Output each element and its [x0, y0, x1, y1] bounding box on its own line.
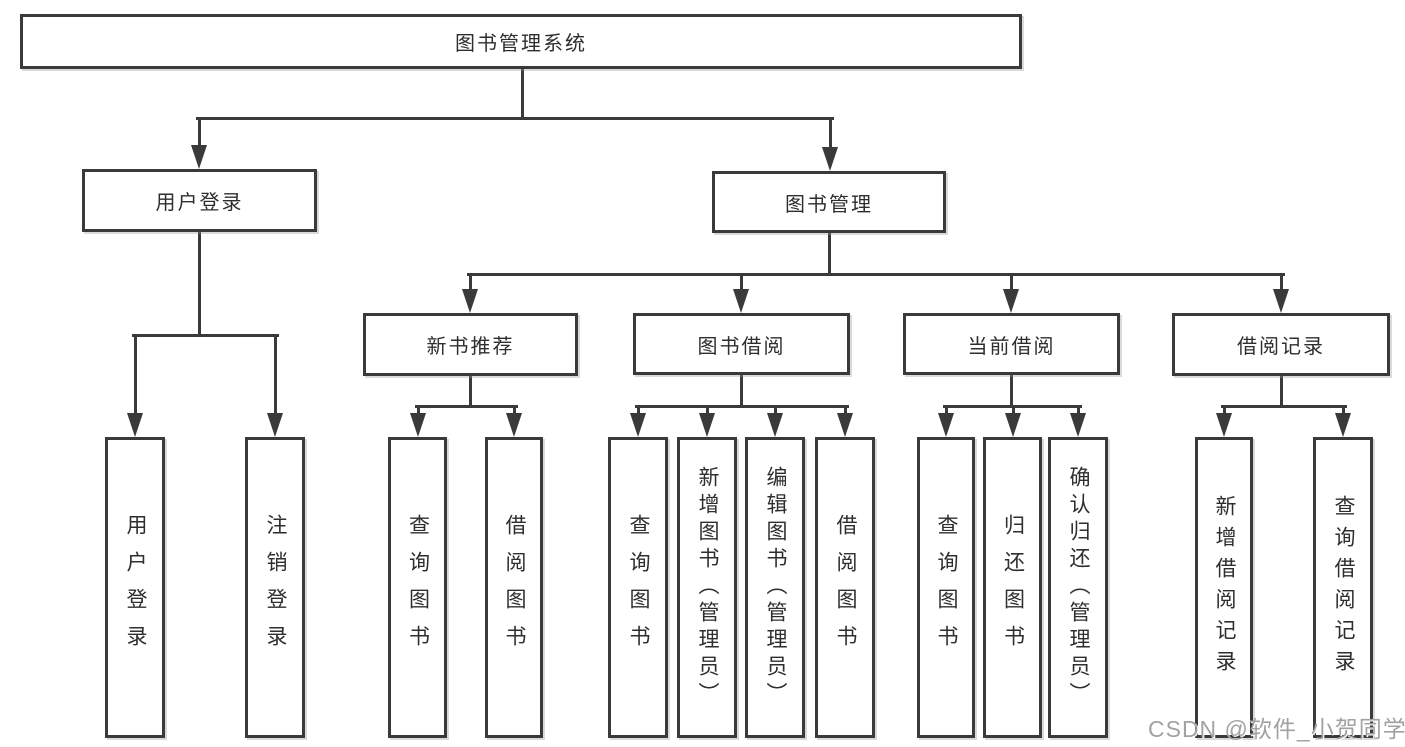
- node-leaf-bb-edit: 编辑图书（管理员）: [745, 437, 805, 738]
- node-leaf-br-query: 查询借阅记录: [1313, 437, 1373, 738]
- node-book-mgmt: 图书管理: [712, 171, 946, 233]
- node-current-borrow: 当前借阅: [903, 313, 1120, 375]
- arrow-down-icon: [822, 147, 838, 171]
- node-leaf-nbr-query: 查询图书: [388, 437, 447, 738]
- arrow-down-icon: [1070, 413, 1086, 437]
- arrow-down-icon: [1216, 413, 1232, 437]
- arrow-down-icon: [837, 413, 853, 437]
- arrow-down-icon: [191, 145, 207, 169]
- arrow-down-icon: [1003, 289, 1019, 313]
- arrow-down-icon: [767, 413, 783, 437]
- node-leaf-logout: 注销登录: [245, 437, 305, 738]
- csdn-watermark: CSDN @软件_小贺同学: [1148, 716, 1405, 742]
- connector-line: [273, 334, 277, 431]
- arrow-down-icon: [410, 413, 426, 437]
- connector-line: [197, 231, 201, 336]
- node-leaf-cb-query: 查询图书: [917, 437, 975, 738]
- arrow-down-icon: [699, 413, 715, 437]
- arrow-down-icon: [267, 413, 283, 437]
- arrow-down-icon: [733, 289, 749, 313]
- connector-line: [468, 375, 472, 407]
- connector-line: [828, 117, 832, 165]
- connector-line: [739, 374, 743, 407]
- connector-line: [1009, 374, 1013, 407]
- node-leaf-cb-confirm: 确认归还（管理员）: [1048, 437, 1108, 738]
- node-leaf-br-add: 新增借阅记录: [1195, 437, 1253, 738]
- connector-line: [634, 405, 849, 408]
- connector-line: [131, 334, 279, 337]
- arrow-down-icon: [1335, 413, 1351, 437]
- node-book-borrow: 图书借阅: [633, 313, 850, 375]
- node-leaf-bb-add: 新增图书（管理员）: [677, 437, 737, 738]
- arrow-down-icon: [1273, 289, 1289, 313]
- node-root: 图书管理系统: [20, 14, 1022, 69]
- connector-line: [197, 117, 201, 163]
- node-user-login: 用户登录: [82, 169, 317, 232]
- node-borrow-record: 借阅记录: [1172, 313, 1390, 376]
- arrow-down-icon: [1005, 413, 1021, 437]
- connector-line: [414, 405, 518, 408]
- connector-line: [195, 117, 834, 120]
- node-leaf-nbr-borrow: 借阅图书: [485, 437, 543, 738]
- node-leaf-cb-return: 归还图书: [983, 437, 1042, 738]
- connector-line: [133, 334, 137, 431]
- arrow-down-icon: [938, 413, 954, 437]
- connector-line: [1279, 375, 1283, 407]
- node-leaf-user-login: 用户登录: [105, 437, 165, 738]
- arrow-down-icon: [462, 289, 478, 313]
- arrow-down-icon: [127, 413, 143, 437]
- node-leaf-bb-query: 查询图书: [608, 437, 668, 738]
- node-new-book-rec: 新书推荐: [363, 313, 578, 376]
- arrow-down-icon: [630, 413, 646, 437]
- connector-line: [827, 232, 831, 275]
- connector-line: [520, 67, 524, 119]
- node-leaf-bb-borrow: 借阅图书: [815, 437, 875, 738]
- connector-line: [1220, 405, 1347, 408]
- arrow-down-icon: [506, 413, 522, 437]
- connector-line: [466, 273, 1285, 276]
